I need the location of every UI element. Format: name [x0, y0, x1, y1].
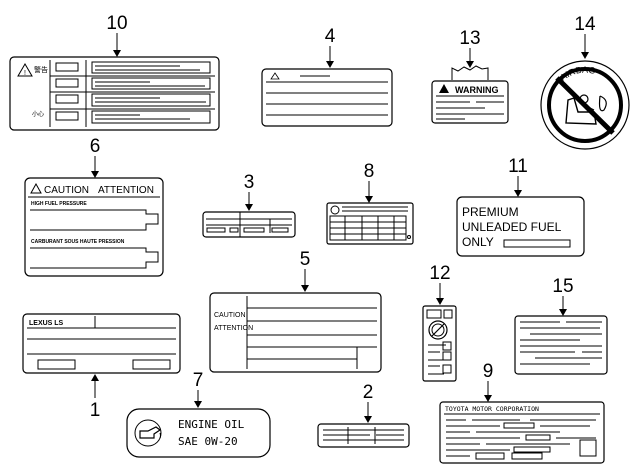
- label-13-warning: WARNING: [455, 85, 499, 95]
- label-11-line2: UNLEADED FUEL: [462, 220, 562, 234]
- label-6-line1: HIGH FUEL PRESSURE: [31, 201, 87, 207]
- label-10-jp1: 警告: [34, 65, 48, 74]
- callout-10: 10: [106, 13, 127, 34]
- callout-11: 11: [508, 156, 528, 177]
- label-6-caution: CAUTION: [44, 185, 89, 196]
- callout-6: 6: [90, 136, 101, 157]
- label-9-title: TOYOTA MOTOR CORPORATION: [445, 405, 539, 413]
- label-5: CAUTION ATTENTION: [209, 292, 382, 373]
- label-7-line2: SAE 0W-20: [178, 435, 238, 448]
- callout-7: 7: [193, 370, 204, 391]
- callout-14: 14: [574, 14, 596, 35]
- oil-can-icon: [134, 419, 162, 447]
- fuel-cap-icon: [428, 320, 448, 340]
- label-11-line3: ONLY: [462, 235, 494, 249]
- label-5-caution: CAUTION: [214, 312, 246, 319]
- warning-triangle-icon: [270, 72, 280, 80]
- callout-12: 12: [429, 263, 450, 284]
- callout-1: 1: [90, 400, 101, 421]
- svg-text:!: !: [24, 70, 26, 77]
- label-9: TOYOTA MOTOR CORPORATION: [439, 401, 605, 464]
- callout-4: 4: [325, 26, 336, 47]
- label-2: [317, 423, 410, 448]
- warning-triangle-icon: [439, 84, 449, 93]
- label-6: CAUTION ATTENTION HIGH FUEL PRESSURE CAR…: [24, 177, 164, 277]
- callout-9: 9: [483, 361, 494, 382]
- label-6-line2: CARBURANT SOUS HAUTE PRESSION: [31, 239, 125, 245]
- callout-15: 15: [552, 276, 573, 297]
- label-14: AIRBAG: [540, 60, 630, 150]
- label-11: PREMIUM UNLEADED FUEL ONLY: [456, 196, 585, 257]
- warning-triangle-icon: [17, 63, 33, 77]
- label-6-attention: ATTENTION: [98, 185, 154, 196]
- callout-5: 5: [300, 249, 311, 270]
- callout-2: 2: [363, 382, 374, 403]
- callout-3: 3: [244, 172, 255, 193]
- label-8: [326, 202, 414, 245]
- warning-triangle-icon: [30, 182, 42, 194]
- label-7-line1: ENGINE OIL: [178, 418, 245, 431]
- label-1-text: LEXUS LS: [29, 320, 64, 327]
- label-12: [422, 305, 457, 382]
- label-4: [261, 68, 393, 127]
- label-13: WARNING: [431, 65, 509, 124]
- callout-13: 13: [459, 28, 480, 49]
- label-11-line1: PREMIUM: [462, 205, 519, 219]
- label-3: [202, 211, 296, 238]
- label-10: ! 警告 小心: [9, 56, 220, 131]
- label-1: LEXUS LS: [22, 313, 181, 374]
- label-15: [514, 315, 608, 375]
- label-10-jp2: 小心: [32, 110, 44, 118]
- label-7: ENGINE OIL SAE 0W-20: [126, 408, 271, 458]
- callout-8: 8: [364, 161, 375, 182]
- label-5-attention: ATTENTION: [214, 325, 253, 332]
